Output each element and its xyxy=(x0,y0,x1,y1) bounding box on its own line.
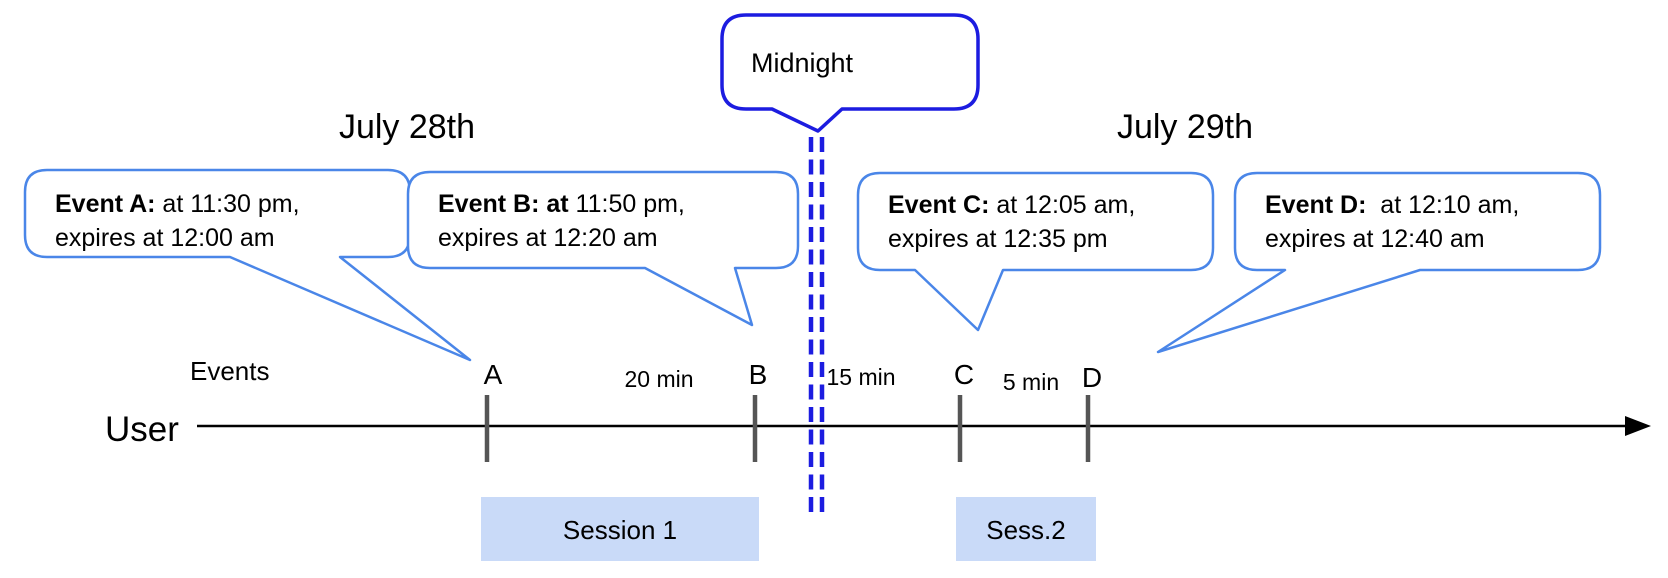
tick-label-c: C xyxy=(954,359,974,390)
timeline-arrowhead-icon xyxy=(1625,416,1651,436)
session-1-label: Session 1 xyxy=(563,515,677,545)
event-d-time-text: at 12:10 am, xyxy=(1366,191,1519,219)
event-c-bold-label: Event C: xyxy=(888,191,989,219)
date-label-july-29: July 29th xyxy=(1117,108,1253,146)
event-b-callout-bubble xyxy=(406,170,800,327)
event-c-text-line2: expires at 12:35 pm xyxy=(888,225,1108,253)
event-d-text-line2: expires at 12:40 am xyxy=(1265,225,1485,253)
event-c-callout-bubble xyxy=(856,171,1215,332)
event-a-text-line2: expires at 12:00 am xyxy=(55,224,275,252)
event-d-callout-bubble xyxy=(1156,171,1602,354)
tick-label-d: D xyxy=(1082,362,1102,393)
session-1-box xyxy=(481,497,759,561)
event-c-time-text: at 12:05 am, xyxy=(989,191,1135,219)
midnight-divider xyxy=(808,137,825,517)
gap-label-20min: 20 min xyxy=(624,366,693,392)
tick-marks xyxy=(484,395,1091,462)
gap-label-5min: 5 min xyxy=(1003,369,1059,395)
event-b-text-line1: Event B: at 11:50 pm, xyxy=(438,190,685,218)
date-label-july-28: July 28th xyxy=(339,108,475,146)
tick-label-a: A xyxy=(484,359,503,390)
event-a-callout-bubble xyxy=(23,168,472,362)
event-d-text-line1: Event D: at 12:10 am, xyxy=(1265,191,1519,219)
event-a-text-line1: Event A: at 11:30 pm, xyxy=(55,190,300,218)
events-axis-label: Events xyxy=(190,356,270,386)
event-b-bold-label: Event B: at xyxy=(438,190,569,218)
user-axis-label: User xyxy=(105,410,179,449)
tick-label-b: B xyxy=(749,359,768,390)
event-b-text-line2: expires at 12:20 am xyxy=(438,224,658,252)
event-d-bold-label: Event D: xyxy=(1265,191,1366,219)
event-c-text-line1: Event C: at 12:05 am, xyxy=(888,191,1135,219)
event-a-time-text: at 11:30 pm, xyxy=(155,190,299,218)
session-2-label: Sess.2 xyxy=(986,515,1066,545)
event-a-bold-label: Event A: xyxy=(55,190,155,218)
gap-label-15min: 15 min xyxy=(826,364,895,390)
midnight-callout-bubble xyxy=(720,13,980,133)
midnight-label: Midnight xyxy=(751,48,854,78)
session-2-box xyxy=(956,497,1096,561)
event-b-time-text: 11:50 pm, xyxy=(569,190,685,218)
